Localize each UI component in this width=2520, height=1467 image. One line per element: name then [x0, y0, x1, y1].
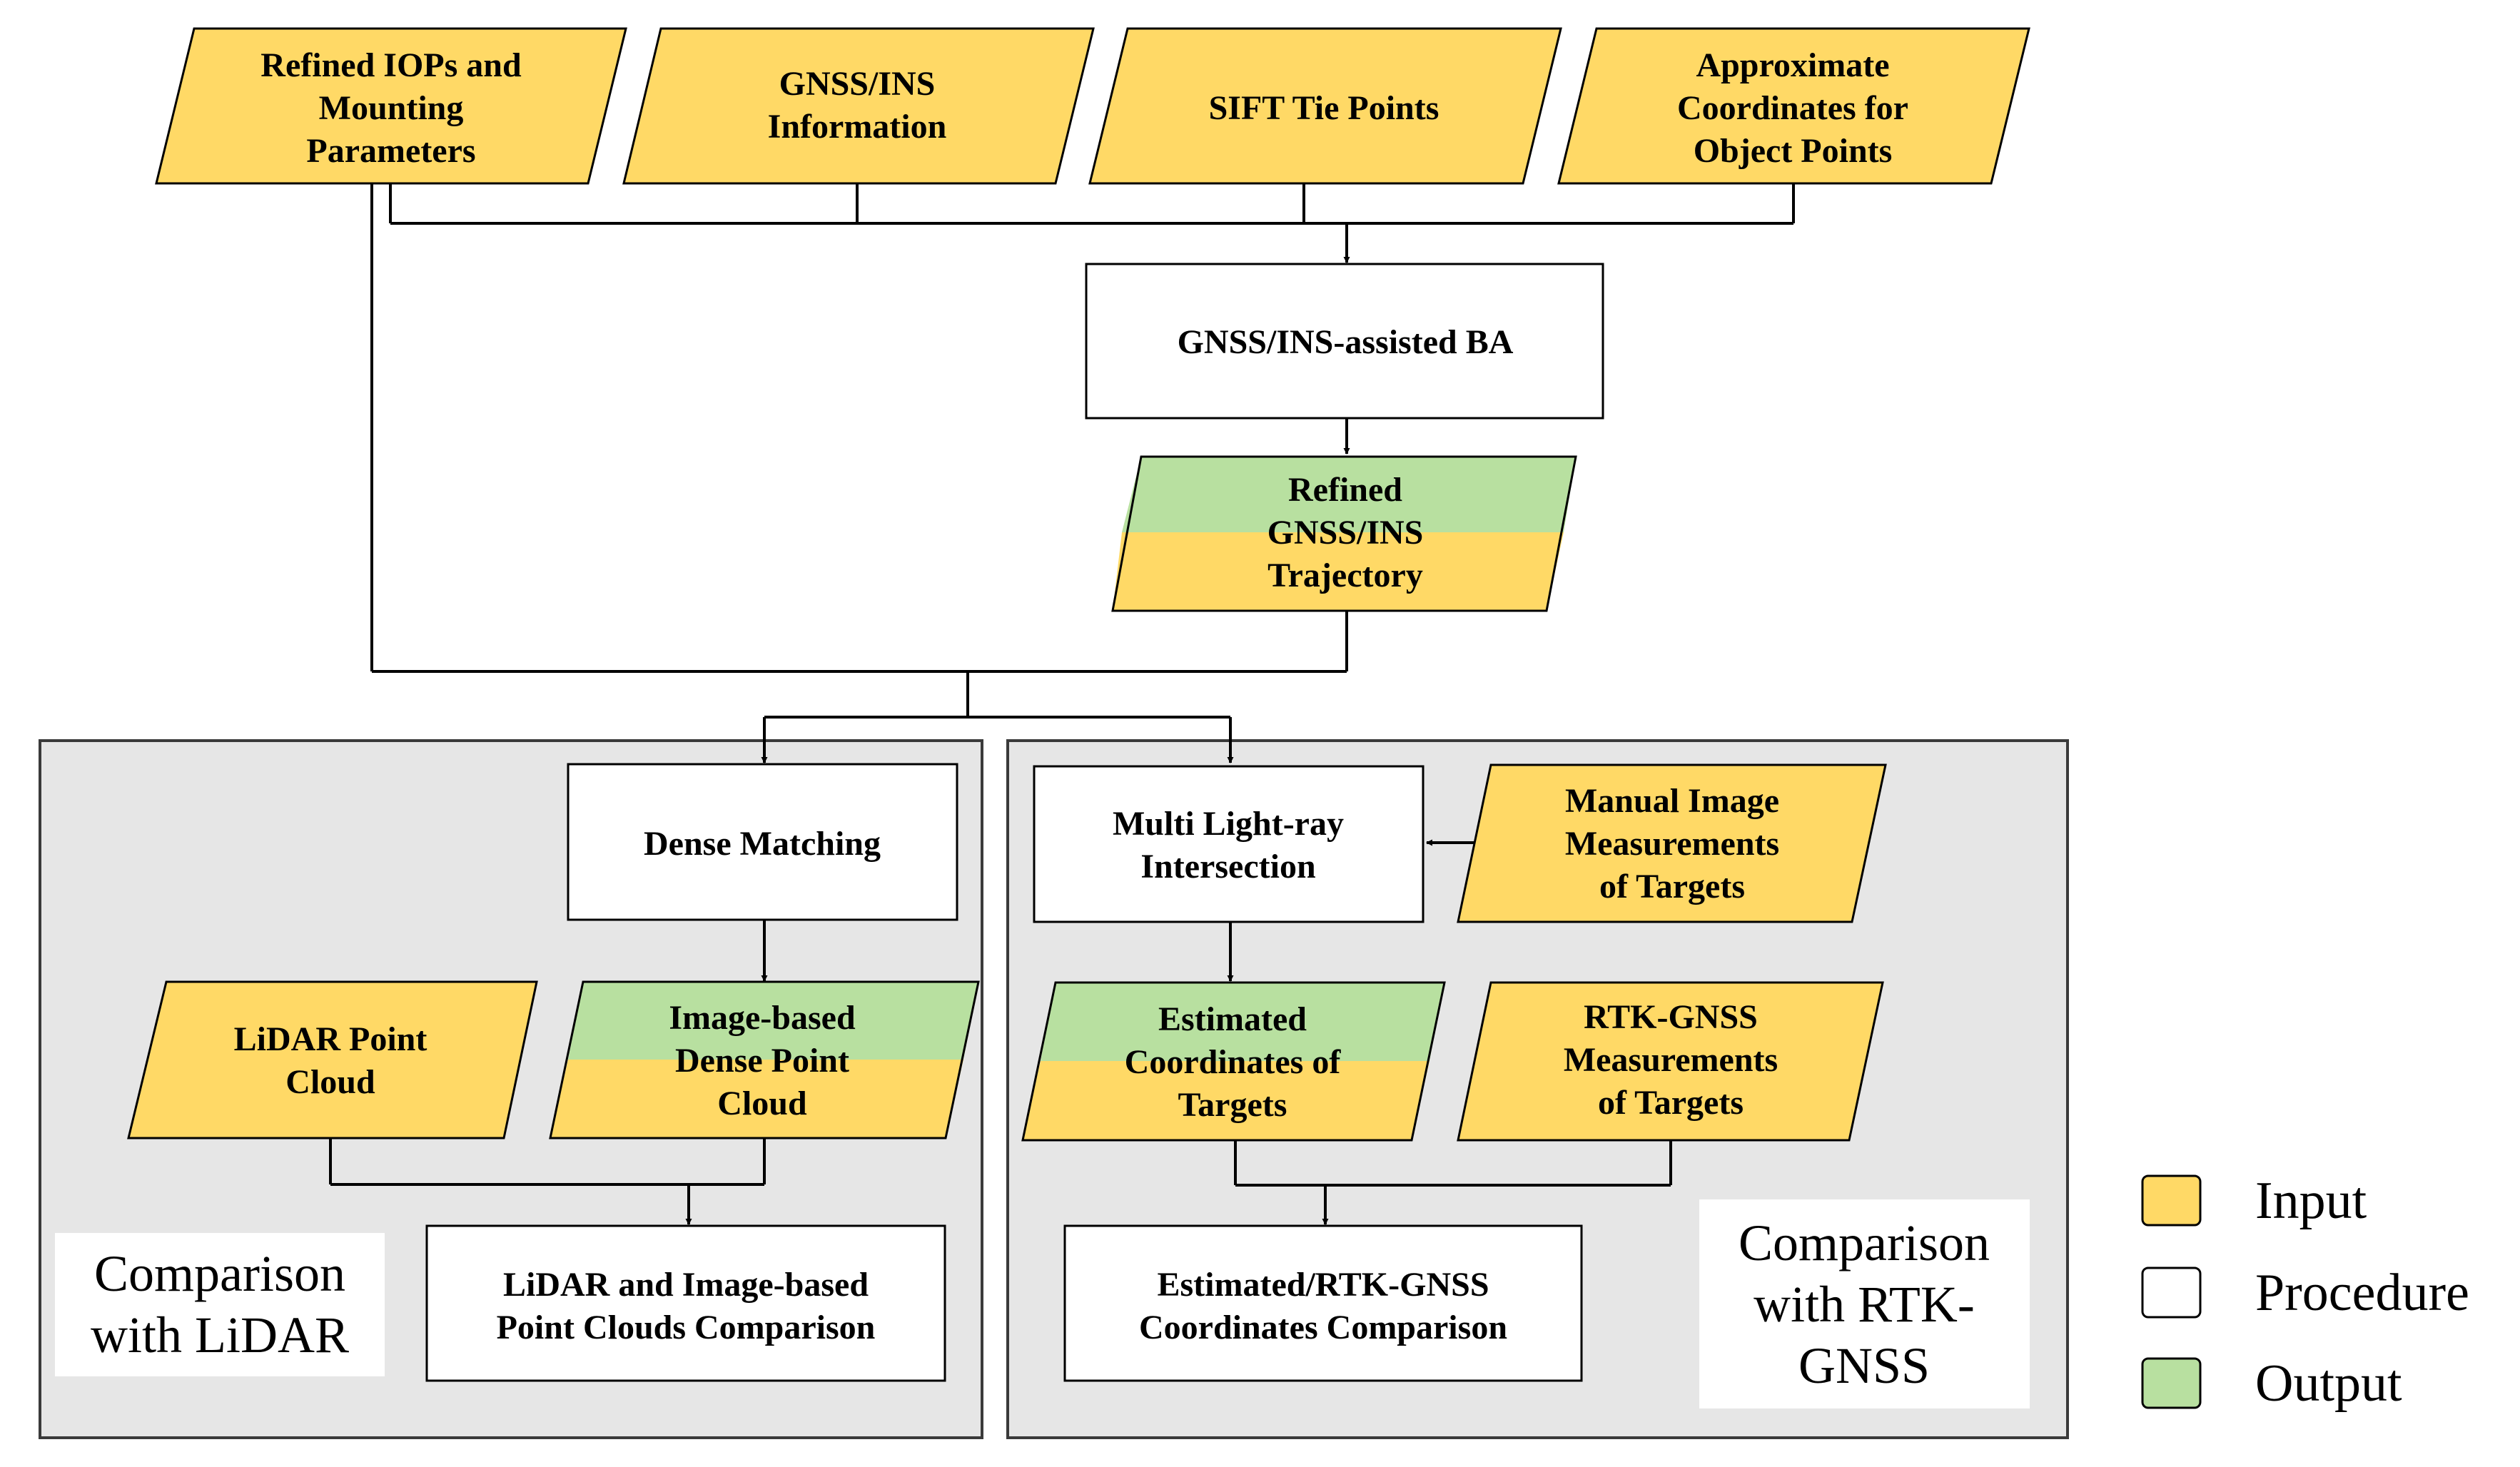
output-estimated-label-line: Estimated: [1158, 1000, 1307, 1038]
input-gnss-ins-label-line: Information: [768, 108, 947, 146]
output-estimated-label-line: Coordinates of: [1125, 1043, 1342, 1081]
input-iops-label-line: Mounting: [319, 89, 464, 127]
legend-input-swatch: [2141, 1174, 2202, 1227]
input-iops-label-line: Refined IOPs and: [260, 46, 522, 84]
input-gnss-ins-shape: [622, 27, 1095, 185]
input-sift-label-line: SIFT Tie Points: [1209, 89, 1439, 127]
procedure-ba-label-line: GNSS/INS-assisted BA: [1178, 323, 1514, 361]
input-lidar-cloud-label-line: Cloud: [285, 1063, 375, 1101]
input-manual-label-line: of Targets: [1599, 868, 1745, 905]
input-iops-shape: [155, 27, 627, 185]
input-lidar-cloud-shape: [127, 980, 538, 1139]
output-trajectory-label-line: GNSS/INS: [1267, 514, 1424, 552]
input-rtk-label-line: RTK-GNSS: [1584, 998, 1758, 1036]
input-sift-label: SIFT Tie Points: [1209, 89, 1439, 127]
input-approx-label-line: Approximate: [1696, 46, 1889, 84]
procedure-rtk-comparison-label: Estimated/RTK-GNSS Coordinates Comparison: [1139, 1266, 1507, 1346]
input-rtk-shape: [1457, 981, 1884, 1142]
procedure-multi-ray-label-line: Intersection: [1140, 848, 1315, 885]
procedure-multi-ray-box: [1033, 765, 1425, 923]
connectors: [329, 183, 1795, 1225]
input-lidar-cloud-label-line: LiDAR Point: [234, 1020, 427, 1058]
procedure-rtk-comparison-box: [1063, 1224, 1583, 1382]
procedure-ba-box: [1085, 263, 1604, 420]
procedure-dense-matching-label-line: Dense Matching: [644, 825, 881, 863]
input-gnss-ins-label: GNSS/INS Information: [768, 65, 947, 146]
legend-output-label: Output: [2255, 1354, 2402, 1413]
input-manual-label-line: Measurements: [1565, 825, 1779, 863]
legend-procedure-swatch: [2141, 1267, 2202, 1319]
procedure-rtk-comparison-label-line: Estimated/RTK-GNSS: [1157, 1266, 1489, 1304]
input-approx-label-line: Coordinates for: [1677, 89, 1908, 127]
lidar-panel-caption-line: with LiDAR: [91, 1306, 349, 1364]
output-trajectory-shape: [1111, 455, 1577, 612]
output-trajectory-label-line: Refined: [1288, 471, 1402, 509]
output-dense-cloud-label-line: Cloud: [717, 1085, 807, 1122]
input-manual-shape: [1457, 763, 1887, 923]
input-approx-label-line: Object Points: [1694, 132, 1893, 170]
legend-input-label: Input: [2255, 1172, 2367, 1230]
rtk-panel-caption-box: [1699, 1199, 2030, 1408]
procedure-multi-ray-label-line: Multi Light-ray: [1113, 805, 1344, 843]
rtk-panel-caption-line: Comparison: [1739, 1214, 1990, 1271]
input-approx-shape: [1557, 27, 2030, 185]
procedure-dense-matching-box: [567, 763, 958, 921]
procedure-ba-label: GNSS/INS-assisted BA: [1178, 323, 1514, 361]
procedure-rtk-comparison-label-line: Coordinates Comparison: [1139, 1309, 1507, 1346]
rtk-panel-caption-line: GNSS: [1798, 1337, 1930, 1394]
output-estimated-label-line: Targets: [1178, 1086, 1287, 1124]
legend-procedure-label: Procedure: [2255, 1264, 2469, 1322]
output-trajectory-label-line: Trajectory: [1267, 557, 1423, 594]
output-estimated-shape: [1021, 981, 1446, 1142]
lidar-panel-caption-line: Comparison: [94, 1245, 345, 1302]
legend-output-swatch: [2141, 1357, 2202, 1409]
procedure-lidar-comparison-label-line: Point Clouds Comparison: [497, 1309, 876, 1346]
input-rtk-label: RTK-GNSS Measurements of Targets: [1564, 998, 1778, 1122]
output-dense-cloud-label-line: Image-based: [669, 999, 856, 1037]
output-dense-cloud-label-line: Dense Point: [675, 1042, 849, 1080]
input-rtk-label-line: Measurements: [1564, 1041, 1778, 1079]
lidar-panel-caption-box: [55, 1233, 385, 1376]
procedure-lidar-comparison-label-line: LiDAR and Image-based: [503, 1266, 869, 1304]
procedure-lidar-comparison-box: [425, 1224, 946, 1382]
input-rtk-label-line: of Targets: [1598, 1084, 1744, 1122]
input-sift-shape: [1088, 27, 1562, 185]
procedure-dense-matching-label: Dense Matching: [644, 825, 881, 863]
input-gnss-ins-label-line: GNSS/INS: [779, 65, 936, 103]
input-manual-label-line: Manual Image: [1565, 782, 1779, 820]
input-iops-label-line: Parameters: [306, 132, 475, 170]
rtk-panel-caption-line: with RTK-: [1754, 1276, 1975, 1333]
output-dense-cloud-shape: [549, 980, 980, 1139]
